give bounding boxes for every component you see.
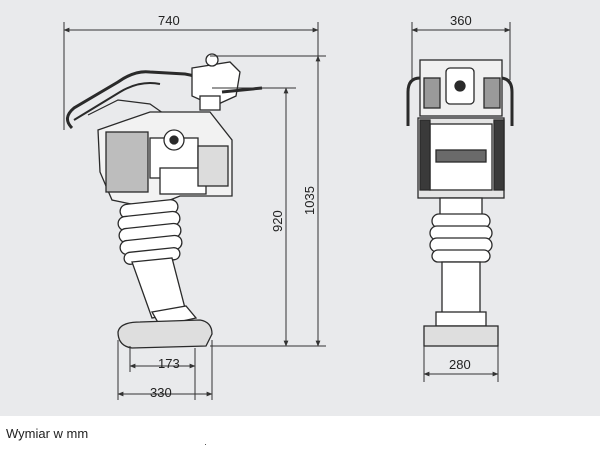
front-view-machine: [406, 59, 514, 347]
dim-330-label: 330: [150, 385, 172, 400]
units-caption: Wymiar w mm: [6, 426, 89, 441]
rammer-dimension-drawing: 740 920 1035 173 330: [63, 13, 514, 400]
side-view-machine: [66, 53, 263, 349]
side-fuel-tank: [191, 61, 241, 107]
dim-173-label: 173: [158, 356, 180, 371]
dim-740-label: 740: [158, 13, 180, 28]
stray-dot: [205, 444, 206, 445]
dim-1035-label: 1035: [302, 186, 317, 215]
front-base-plate: [423, 325, 499, 347]
side-view-dimensions: [63, 22, 326, 400]
dim-920-label: 920: [270, 210, 285, 232]
dim-360-label: 360: [450, 13, 472, 28]
front-view-dimensions: [411, 22, 511, 382]
front-lower-leg: [441, 261, 481, 315]
dim-280-label: 280: [449, 357, 471, 372]
side-bellows: [117, 199, 183, 265]
side-foot-plate: [117, 319, 213, 349]
front-bellows: [429, 213, 493, 263]
